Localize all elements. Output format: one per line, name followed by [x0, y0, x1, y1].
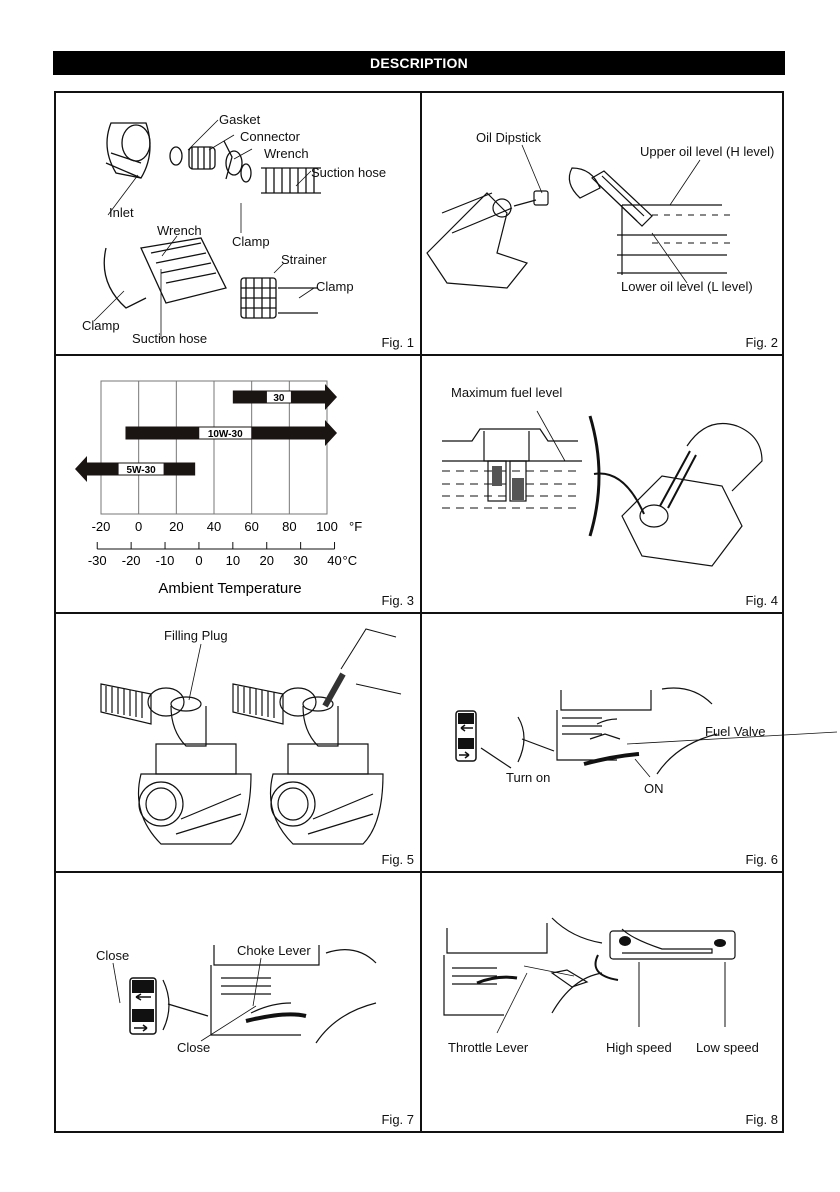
oil-grade-label-box: [118, 463, 164, 475]
callout-close: Close: [96, 948, 130, 963]
callout-maximum-fuel-level: Maximum fuel level: [451, 385, 563, 400]
pump-filling-illustration: [100, 628, 402, 845]
f-tick-label: 60: [244, 519, 258, 534]
figure-8: Throttle Lever High speed Low speed Fig.…: [422, 873, 784, 1131]
c-tick-label: 20: [259, 553, 273, 568]
callout-suction-hose: Suction hose: [132, 331, 208, 346]
f-tick-label: 80: [282, 519, 296, 534]
c-tick-label: 0: [195, 553, 202, 568]
figure-2: Oil Dipstick Upper oil level (H level) L…: [422, 93, 784, 354]
callout-connector: Connector: [240, 129, 300, 144]
throttle-lever-illustration: [443, 917, 736, 1034]
oil-grade-label: 5W-30: [126, 465, 156, 476]
fuel-symbol-icon: [455, 710, 477, 762]
figure-6: Fuel Valve Turn on ON Fig. 6: [422, 614, 838, 871]
callout-wrench: Wrench: [264, 146, 309, 161]
figure-4: Maximum fuel level Fig. 4: [422, 356, 784, 612]
callout-throttle-lever: Throttle Lever: [448, 1040, 529, 1055]
c-tick-label: -20: [122, 553, 141, 568]
oil-grade-label: 10W-30: [208, 429, 243, 440]
rabbit-icon: [619, 936, 631, 946]
callout-close: Close: [177, 1040, 211, 1055]
oil-grade-label: 30: [273, 393, 285, 404]
oil-grade-label-box: [266, 391, 291, 403]
c-tick-label: 10: [226, 553, 240, 568]
c-tick-label: 40: [327, 553, 341, 568]
section-title: DESCRIPTION: [370, 55, 468, 71]
f-tick-label: 40: [207, 519, 221, 534]
row-divider: [56, 354, 782, 356]
figure-grid: Gasket Connector Wrench Suction hose Inl…: [54, 91, 838, 1133]
figure-5: Filling Plug Fig. 5: [56, 614, 420, 871]
oil-grade-label-box: [199, 427, 252, 439]
figure-label: Fig. 7: [381, 1112, 414, 1127]
x-axis-title: Ambient Temperature: [158, 580, 301, 597]
f-unit-label: °F: [349, 519, 362, 534]
choke-lever-illustration: [112, 945, 377, 1044]
callout-fuel-valve: Fuel Valve: [705, 724, 766, 739]
figure-label: Fig. 6: [745, 852, 778, 867]
oil-dipstick-illustration: [426, 144, 732, 289]
callout-choke-lever: Choke Lever: [237, 943, 311, 958]
figure-label: Fig. 2: [745, 335, 778, 350]
f-tick-label: 100: [316, 519, 338, 534]
callout-clamp: Clamp: [232, 234, 270, 249]
callout-suction-hose: Suction hose: [311, 165, 387, 180]
turtle-icon: [714, 939, 726, 947]
callout-on: ON: [644, 781, 664, 796]
callout-oil-dipstick: Oil Dipstick: [476, 130, 542, 145]
callout-strainer: Strainer: [281, 252, 327, 267]
figure-label: Fig. 1: [381, 335, 414, 350]
c-tick-label: -10: [156, 553, 175, 568]
row-divider: [56, 612, 782, 614]
figure-label: Fig. 3: [381, 593, 414, 608]
hose-assembly-illustration: [93, 119, 321, 339]
figure-label: Fig. 5: [381, 852, 414, 867]
row-divider: [56, 871, 782, 873]
c-tick-label: -30: [88, 553, 107, 568]
callout-lower-oil-level: Lower oil level (L level): [621, 279, 753, 294]
choke-symbol-icon: [129, 977, 157, 1035]
callout-wrench: Wrench: [157, 223, 202, 238]
f-tick-label: 20: [169, 519, 183, 534]
section-header: DESCRIPTION: [53, 51, 785, 75]
figure-label: Fig. 4: [745, 593, 778, 608]
f-tick-label: -20: [92, 519, 111, 534]
figure-7: Close Choke Lever Close Fig. 7: [56, 873, 420, 1131]
callout-inlet: Inlet: [109, 205, 134, 220]
c-unit-label: °C: [343, 553, 358, 568]
figure-1: Gasket Connector Wrench Suction hose Inl…: [56, 93, 420, 354]
callout-filling-plug: Filling Plug: [164, 628, 228, 643]
callout-upper-oil-level: Upper oil level (H level): [640, 144, 775, 159]
fuel-tank-illustration: [442, 410, 763, 567]
figure-label: Fig. 8: [745, 1112, 778, 1127]
fuel-valve-illustration: [455, 687, 838, 778]
f-tick-label: 0: [135, 519, 142, 534]
callout-turn-on: Turn on: [506, 770, 551, 785]
c-tick-label: 30: [293, 553, 307, 568]
callout-clamp: Clamp: [82, 318, 120, 333]
callout-gasket: Gasket: [219, 112, 261, 127]
callout-low-speed: Low speed: [696, 1040, 759, 1055]
callout-high-speed: High speed: [606, 1040, 672, 1055]
callout-clamp: Clamp: [316, 279, 354, 294]
